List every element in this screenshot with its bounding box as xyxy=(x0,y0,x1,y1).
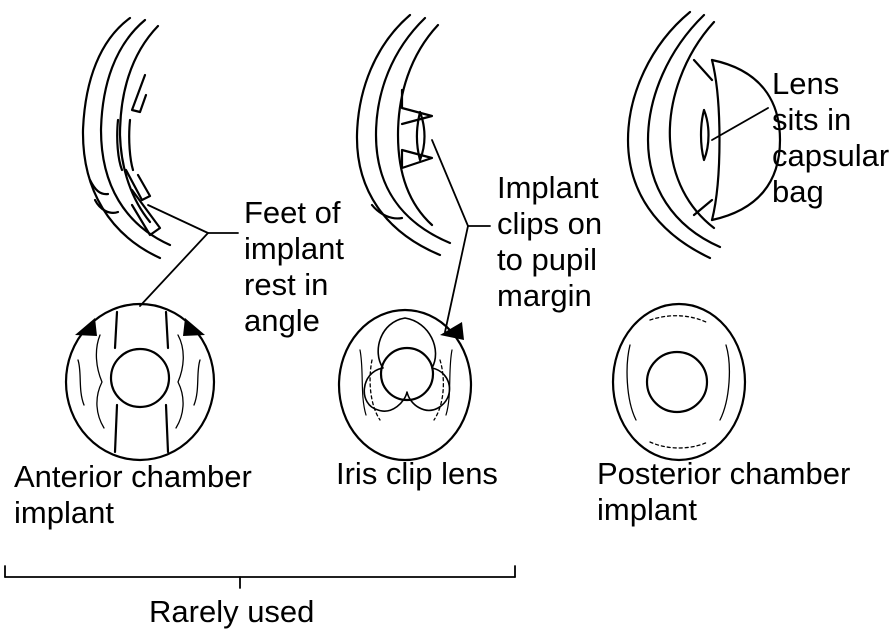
callout-lens-bag xyxy=(712,108,768,140)
label-posterior-chamber-implant: Posterior chamber implant xyxy=(597,456,850,528)
eye-side-view-iris-clip xyxy=(357,15,450,255)
label-rarely-used: Rarely used xyxy=(149,594,314,630)
label-iris-clip-lens: Iris clip lens xyxy=(336,456,498,492)
front-view-posterior-chamber xyxy=(613,304,745,460)
callout-clips xyxy=(432,140,490,332)
eye-side-view-posterior xyxy=(628,12,780,258)
label-feet-of-implant: Feet of implant rest in angle xyxy=(244,195,344,339)
label-anterior-chamber-implant: Anterior chamber implant xyxy=(14,459,252,531)
rarely-used-bracket xyxy=(5,566,515,588)
label-implant-clips: Implant clips on to pupil margin xyxy=(497,170,602,314)
eye-side-view-anterior xyxy=(83,18,170,258)
label-lens-sits-in-capsular-bag: Lens sits in capsular bag xyxy=(772,66,889,210)
